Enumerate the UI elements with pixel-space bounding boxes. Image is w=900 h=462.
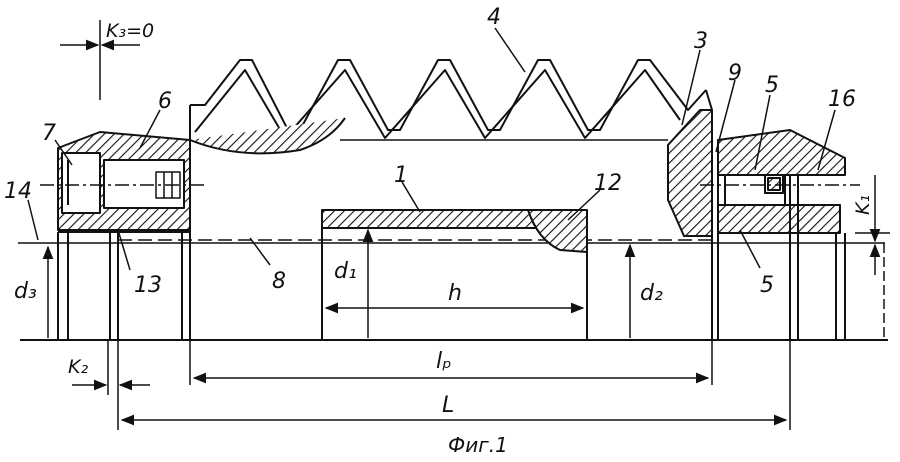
label-part-5-top: 5 (765, 73, 779, 98)
dim-k1 (855, 175, 890, 275)
dim-k3-label: K₃=0 (106, 20, 154, 42)
label-part-12: 12 (594, 171, 622, 196)
dim-L (120, 340, 791, 430)
label-part-8: 8 (272, 269, 286, 294)
dim-lp (189, 340, 713, 385)
dim-lp-label: lₚ (436, 349, 452, 374)
label-part-7: 7 (42, 121, 56, 146)
dim-k3 (60, 20, 140, 100)
label-part-5-bottom: 5 (760, 273, 774, 298)
dim-k2-label: K₂ (68, 356, 88, 378)
right-flange (667, 89, 719, 340)
figure-caption: Фиг.1 (448, 433, 508, 457)
dim-d2-label: d₂ (640, 281, 663, 306)
label-part-14: 14 (4, 179, 32, 204)
label-part-13: 13 (134, 273, 162, 298)
label-part-4: 4 (487, 5, 501, 30)
left-flange (57, 131, 191, 340)
label-part-6: 6 (158, 89, 172, 114)
leader-lines (27, 27, 836, 271)
dim-k1-label: K₁ (852, 195, 874, 215)
dim-L-label: L (442, 393, 454, 418)
dim-d3-label: d₃ (14, 279, 37, 304)
inner-pipe (321, 209, 588, 340)
bellows (189, 59, 707, 232)
label-part-9: 9 (728, 61, 742, 86)
bolt (40, 171, 208, 199)
label-part-16: 16 (828, 87, 856, 112)
dim-d1-label: d₁ (334, 259, 357, 284)
dim-k2 (72, 340, 150, 430)
label-part-3: 3 (694, 29, 708, 54)
dim-h-label: h (448, 281, 462, 306)
right-housing (700, 129, 860, 340)
label-part-1: 1 (394, 163, 408, 188)
